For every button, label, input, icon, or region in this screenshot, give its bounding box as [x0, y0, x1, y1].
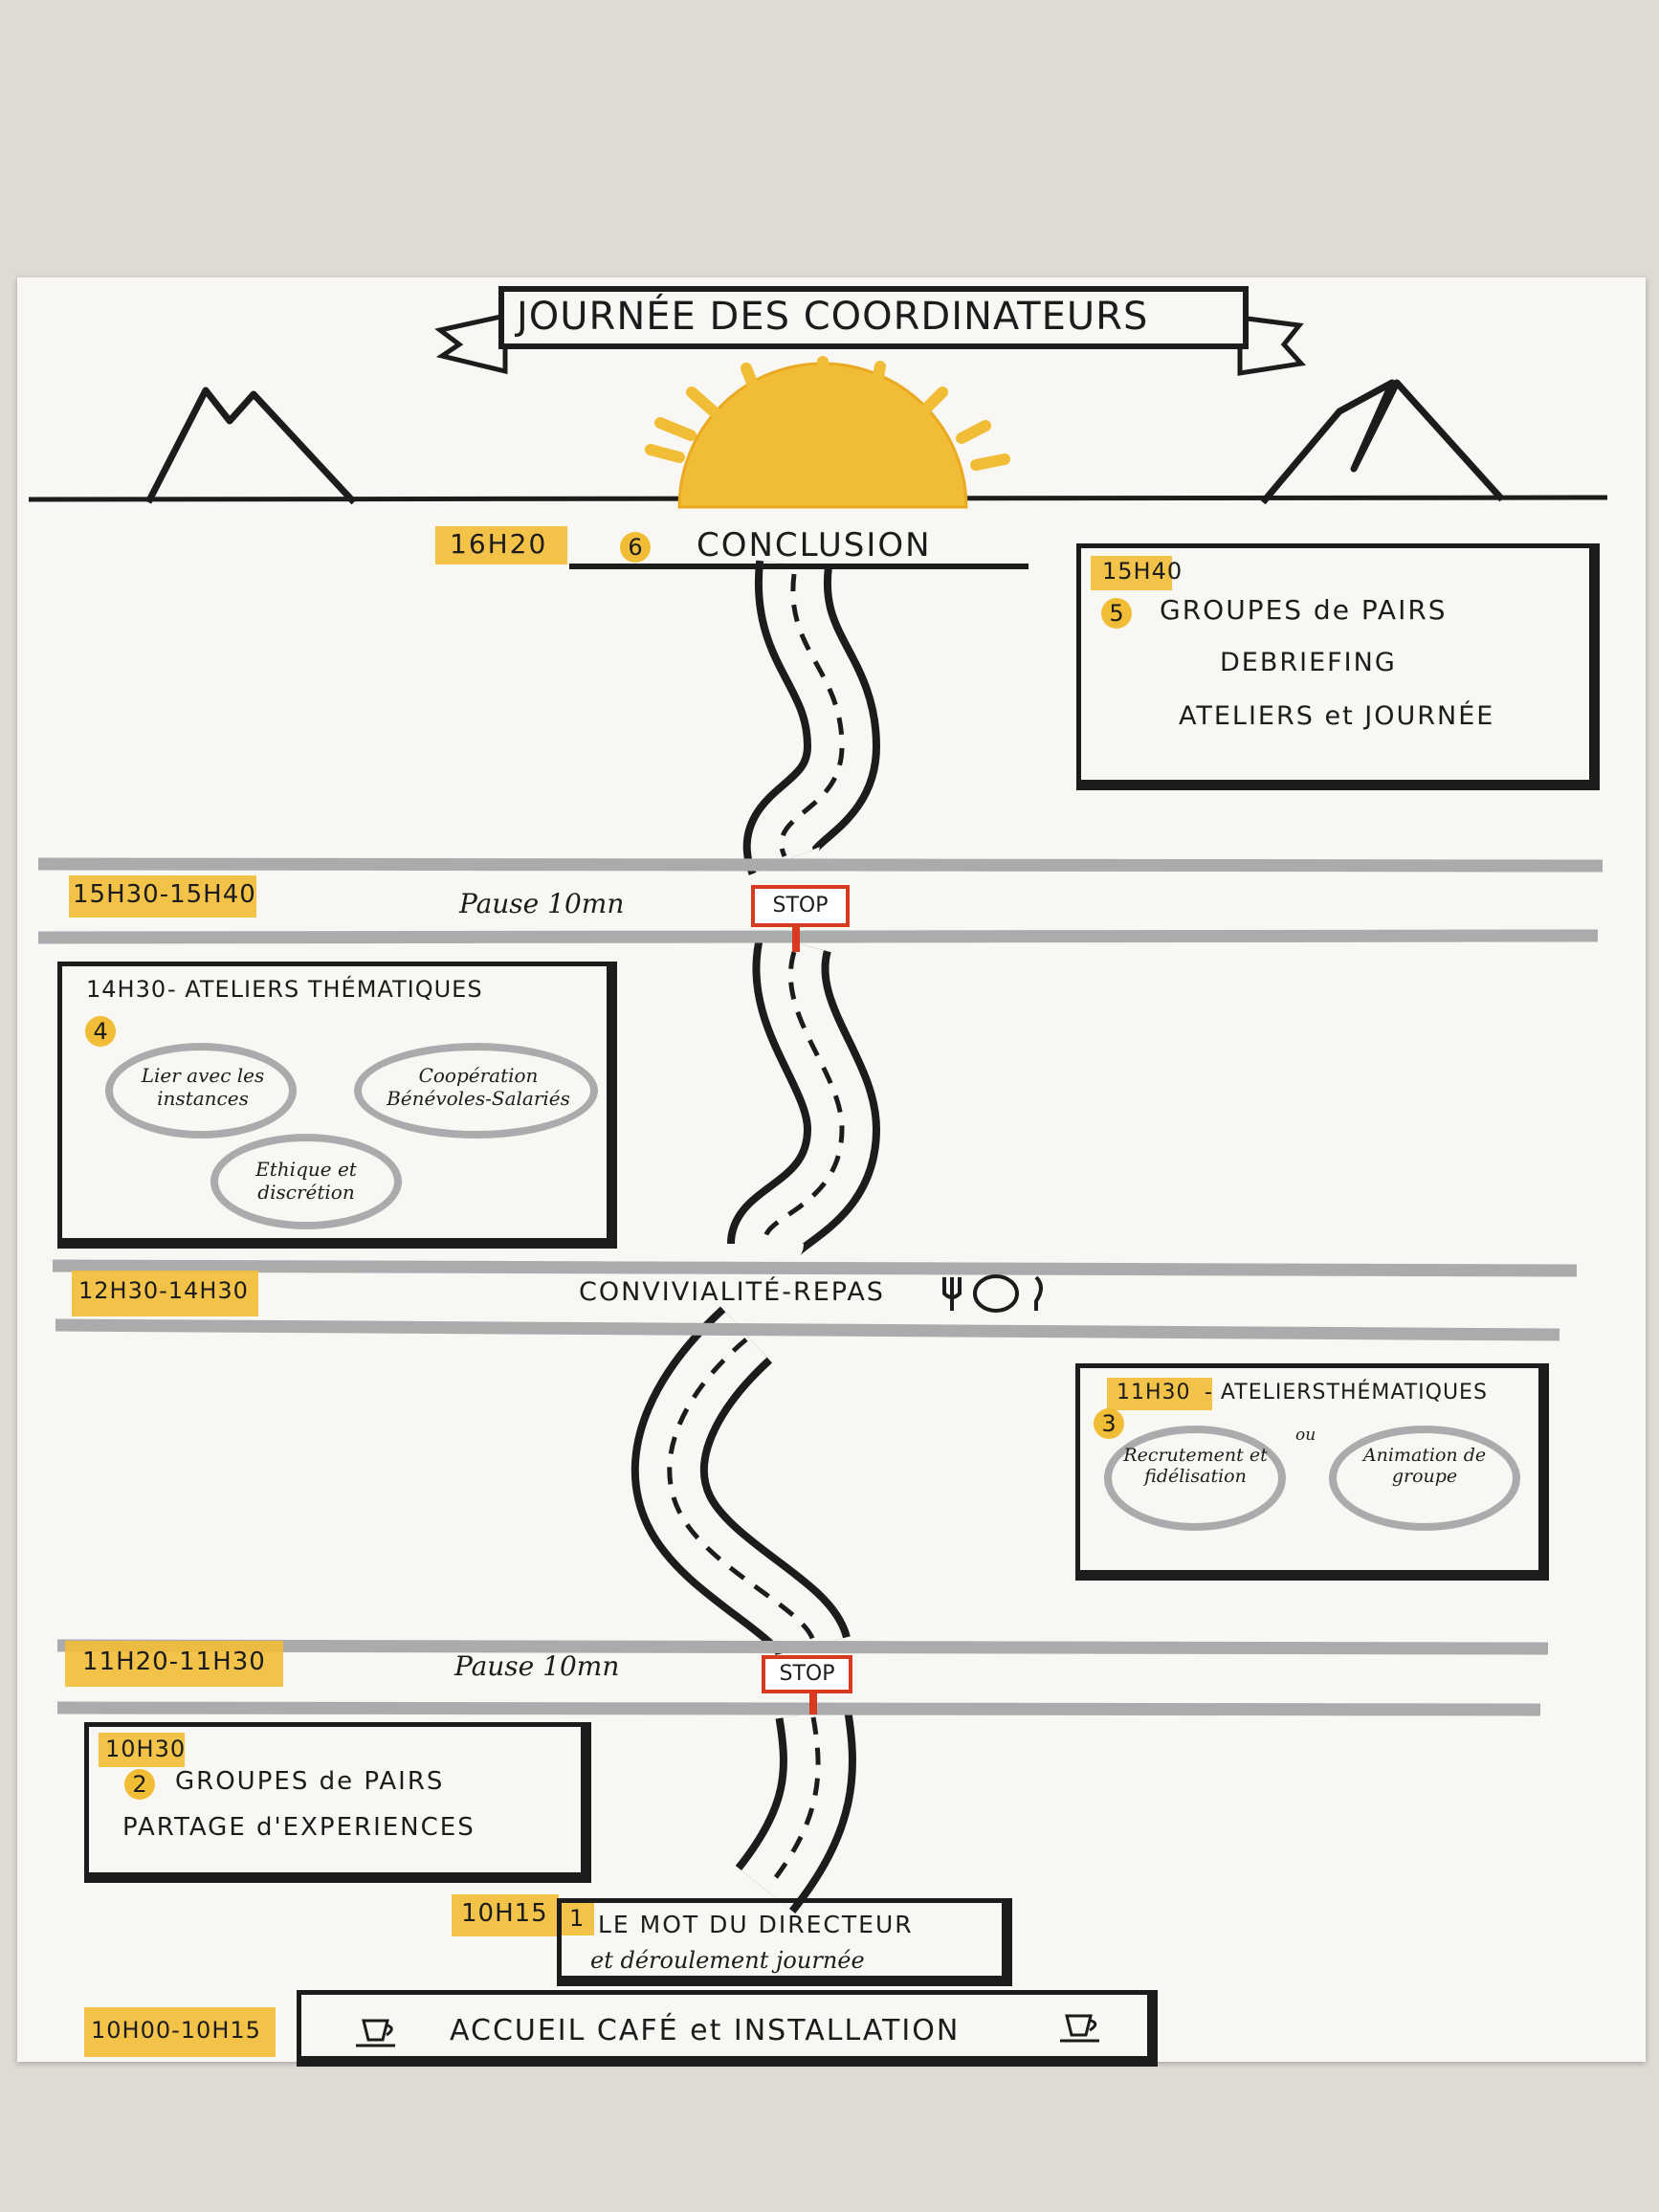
step-number-badge: 6 — [620, 532, 651, 563]
step4-box: 14H30 - ATELIERS THÉMATIQUES 4 Lier avec… — [57, 962, 617, 1249]
number-highlight — [562, 1903, 594, 1936]
time-highlight — [84, 2007, 276, 2057]
time-highlight — [452, 1894, 559, 1936]
step4-heading: - ATELIERS THÉMATIQUES — [167, 976, 483, 1003]
lunch-time: 12H30-14H30 — [78, 1277, 249, 1304]
step4-time: 14H30 — [86, 976, 167, 1003]
coffee-cup-icon-left — [356, 2019, 395, 2047]
poster-title: JOURNÉE DES COORDINATEURS — [517, 295, 1149, 339]
pause1-time: 15H30-15H40 — [73, 880, 256, 909]
step5-line1: GROUPES de PAIRS — [1160, 594, 1448, 626]
table-label: Animation de groupe — [1362, 1445, 1487, 1487]
time-highlight — [99, 1733, 185, 1767]
stop-sign-1: STOP — [751, 885, 850, 927]
or-connector: ou — [1295, 1426, 1316, 1445]
mountain-left — [144, 387, 357, 505]
time-highlight — [69, 875, 256, 918]
step-number-badge: 1 — [569, 1905, 586, 1932]
discussion-table — [1329, 1426, 1520, 1531]
time-highlight — [1107, 1378, 1212, 1410]
welcome-time: 10H00-10H15 — [91, 2017, 261, 2044]
pause2-label: Pause 10mn — [454, 1650, 620, 1682]
step-number-badge: 3 — [1094, 1408, 1124, 1439]
step1-box: 1 LE MOT DU DIRECTEUR et déroulement jou… — [557, 1898, 1012, 1986]
step3-time: 11H30 — [1117, 1381, 1191, 1405]
welcome-label: ACCUEIL CAFÉ et INSTALLATION — [450, 2014, 961, 2047]
discussion-table — [210, 1134, 402, 1229]
step5-line2: DEBRIEFING — [1220, 648, 1397, 677]
time-highlight — [1091, 556, 1172, 590]
step5-box: 15H40 5 GROUPES de PAIRS DEBRIEFING ATEL… — [1076, 543, 1600, 790]
conclusion-time: 16H20 — [450, 528, 548, 560]
road-bands — [37, 857, 1604, 1716]
table-label: Lier avec les instances — [141, 1064, 265, 1110]
step-number-badge: 5 — [1101, 598, 1132, 629]
step-number-badge: 2 — [124, 1769, 155, 1800]
step5-time: 15H40 — [1102, 558, 1183, 585]
step2-time: 10H30 — [105, 1736, 187, 1762]
step3-heading: - ATELIERSTHÉMATIQUES — [1205, 1381, 1488, 1405]
step2-line1: GROUPES de PAIRS — [175, 1767, 445, 1796]
discussion-table — [1104, 1426, 1286, 1531]
pause1-label: Pause 10mn — [459, 888, 625, 919]
title-banner — [434, 286, 1306, 376]
step2-box: 10H30 2 GROUPES de PAIRS PARTAGE d'EXPER… — [84, 1722, 591, 1883]
step5-line3: ATELIERS et JOURNÉE — [1179, 701, 1495, 731]
pause2-time: 11H20-11H30 — [82, 1648, 266, 1676]
time-highlight — [72, 1271, 258, 1316]
step-number-badge: 4 — [85, 1016, 116, 1047]
step1-line2: et déroulement journée — [590, 1947, 865, 1974]
stop-post-2 — [809, 1691, 817, 1714]
mountain-right — [1260, 379, 1505, 505]
stop-sign-2: STOP — [762, 1655, 852, 1693]
stop-post-1 — [792, 923, 800, 952]
table-label: Ethique et discrétion — [255, 1158, 357, 1204]
conclusion-label: CONCLUSION — [697, 526, 932, 564]
sun-icon — [645, 356, 1010, 509]
step1-time: 10H15 — [461, 1899, 548, 1928]
step3-box: 11H30 - ATELIERSTHÉMATIQUES 3 Recrutemen… — [1075, 1363, 1549, 1581]
table-label: Recrutement et fidélisation — [1123, 1445, 1268, 1487]
welcome-box: ACCUEIL CAFÉ et INSTALLATION — [297, 1990, 1158, 2067]
discussion-table — [105, 1043, 297, 1139]
coffee-cup-icon-right — [1060, 2014, 1099, 2043]
step1-line1: LE MOT DU DIRECTEUR — [598, 1911, 914, 1938]
table-label: Coopération Bénévoles-Salariés — [387, 1064, 570, 1110]
step2-line2: PARTAGE d'EXPERIENCES — [122, 1813, 476, 1842]
lunch-label: CONVIVIALITÉ-REPAS — [579, 1277, 885, 1307]
time-highlight — [435, 526, 567, 564]
cutlery-icon — [942, 1274, 1043, 1313]
road — [630, 560, 881, 1913]
time-highlight — [65, 1641, 283, 1687]
discussion-table — [354, 1043, 598, 1139]
